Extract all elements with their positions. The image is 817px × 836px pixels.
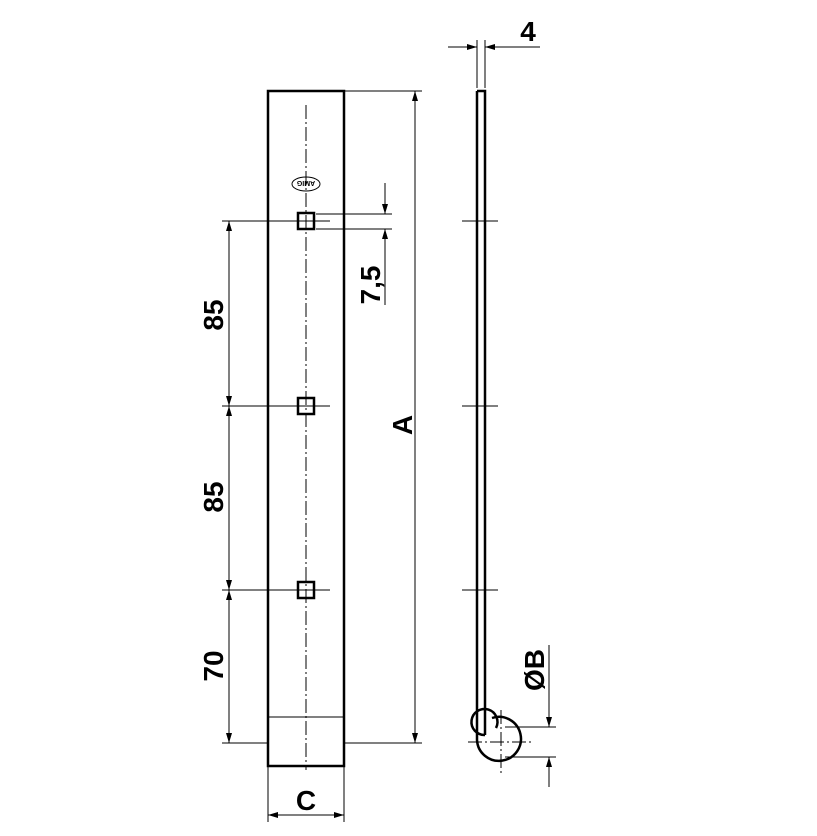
length-label: A xyxy=(387,415,418,435)
spacing-2-label: 85 xyxy=(198,481,229,512)
bottom-spacing-label: 70 xyxy=(198,650,229,681)
hole-spacing-dimensions: 85 85 70 xyxy=(198,220,330,744)
amig-logo: AMIG xyxy=(291,176,321,192)
thickness-label: 4 xyxy=(520,16,536,47)
length-dimension: A xyxy=(344,90,422,744)
hole-offset-label: 7,5 xyxy=(355,266,386,305)
svg-text:AMIG: AMIG xyxy=(296,179,315,186)
thickness-dimension: 4 xyxy=(448,16,540,88)
eye-diameter-dimension: ØB xyxy=(505,645,556,787)
spacing-1-label: 85 xyxy=(198,299,229,330)
front-view: AMIG xyxy=(266,89,346,770)
side-view xyxy=(462,89,533,775)
width-label: C xyxy=(296,785,316,816)
hole-offset-dimension: 7,5 xyxy=(316,183,392,305)
eye-diameter-label: ØB xyxy=(519,649,550,691)
width-dimension: C xyxy=(267,766,345,822)
